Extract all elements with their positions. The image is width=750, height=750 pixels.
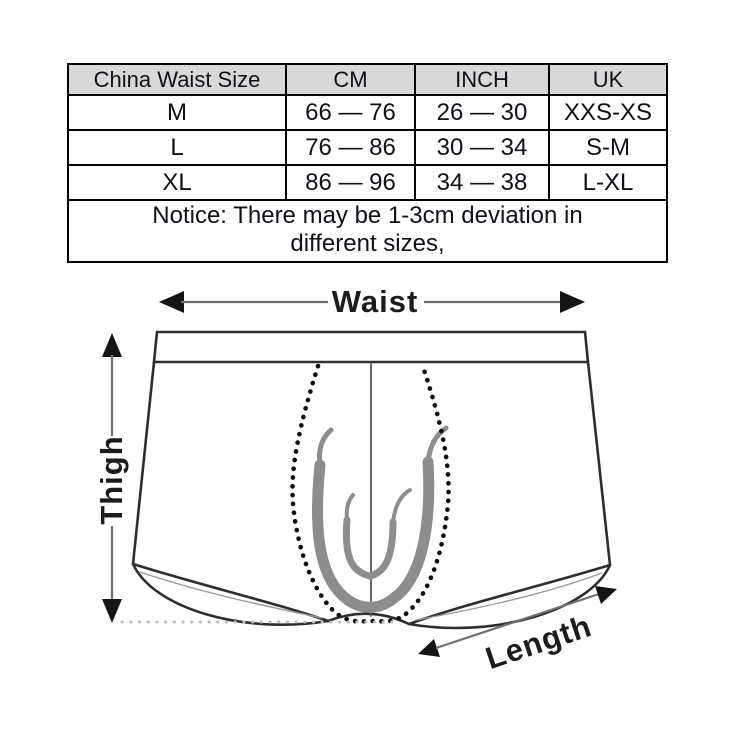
waist-label: Waist <box>332 284 419 319</box>
right-hem-inner-line <box>415 572 603 621</box>
header-uk: UK <box>548 63 668 96</box>
right-side-seam <box>586 360 612 567</box>
left-hem-inner-line <box>139 571 323 619</box>
pouch-shade-outer-right-tip <box>425 425 449 465</box>
table-header-row: China Waist Size CM INCH UK <box>67 63 668 96</box>
crotch-curve <box>326 612 411 626</box>
table-row-l: L 76 — 86 30 — 34 S-M <box>67 129 668 166</box>
table-notice-row: Notice: There may be 1-3cm deviation in … <box>67 199 668 263</box>
length-arrowhead-left-icon <box>418 639 440 657</box>
waist-arrowhead-right-icon <box>560 291 585 313</box>
pouch-shade-inner-left-tip <box>344 493 355 522</box>
cell-cm-xl: 86 — 96 <box>285 164 416 201</box>
waistband <box>152 330 590 364</box>
notice-line-2: different sizes, <box>290 230 445 257</box>
cell-uk-m: XXS-XS <box>548 94 668 131</box>
cell-cm-l: 76 — 86 <box>285 129 416 166</box>
pouch-shade-outer-left-tip <box>317 427 334 468</box>
length-label: Length <box>481 608 596 676</box>
header-inch: INCH <box>414 63 550 96</box>
notice-cell: Notice: There may be 1-3cm deviation in … <box>67 199 668 263</box>
thigh-arrow: Thigh <box>94 333 129 623</box>
cell-size-m: M <box>67 94 287 131</box>
table-row-m: M 66 — 76 26 — 30 XXS-XS <box>67 94 668 131</box>
thigh-arrowhead-top-icon <box>102 333 122 357</box>
cell-uk-l: S-M <box>548 129 668 166</box>
pouch-shade-outer-u <box>311 456 435 613</box>
notice-line-1: Notice: There may be 1-3cm deviation in <box>152 202 583 229</box>
cell-size-xl: XL <box>67 164 287 201</box>
length-arrow: Length <box>418 586 617 676</box>
waist-arrowhead-left-icon <box>159 291 184 313</box>
thigh-label: Thigh <box>94 435 129 524</box>
left-side-seam <box>131 360 156 566</box>
cell-inch-m: 26 — 30 <box>414 94 550 131</box>
left-leg-hem-lower <box>131 562 330 627</box>
size-chart-table: China Waist Size CM INCH UK M 66 — 76 26… <box>67 63 668 263</box>
thigh-arrowhead-bottom-icon <box>102 599 122 623</box>
boxer-shorts-outline <box>131 330 612 630</box>
pouch-dotted-seam <box>290 363 451 624</box>
cell-cm-m: 66 — 76 <box>285 94 416 131</box>
pouch-shade-inner-u <box>342 516 397 580</box>
cell-size-l: L <box>67 129 287 166</box>
header-china-waist-size: China Waist Size <box>67 63 287 96</box>
pouch-shading <box>311 425 449 613</box>
table-row-xl: XL 86 — 96 34 — 38 L-XL <box>67 164 668 201</box>
cell-inch-l: 30 — 34 <box>414 129 550 166</box>
header-cm: CM <box>285 63 416 96</box>
waist-arrow: Waist <box>159 284 585 319</box>
right-leg-hem-lower <box>407 563 612 630</box>
cell-inch-xl: 34 — 38 <box>414 164 550 201</box>
pouch-shade-inner-right-tip <box>391 488 412 524</box>
length-arrowhead-right-icon <box>595 586 617 604</box>
cell-uk-xl: L-XL <box>548 164 668 201</box>
